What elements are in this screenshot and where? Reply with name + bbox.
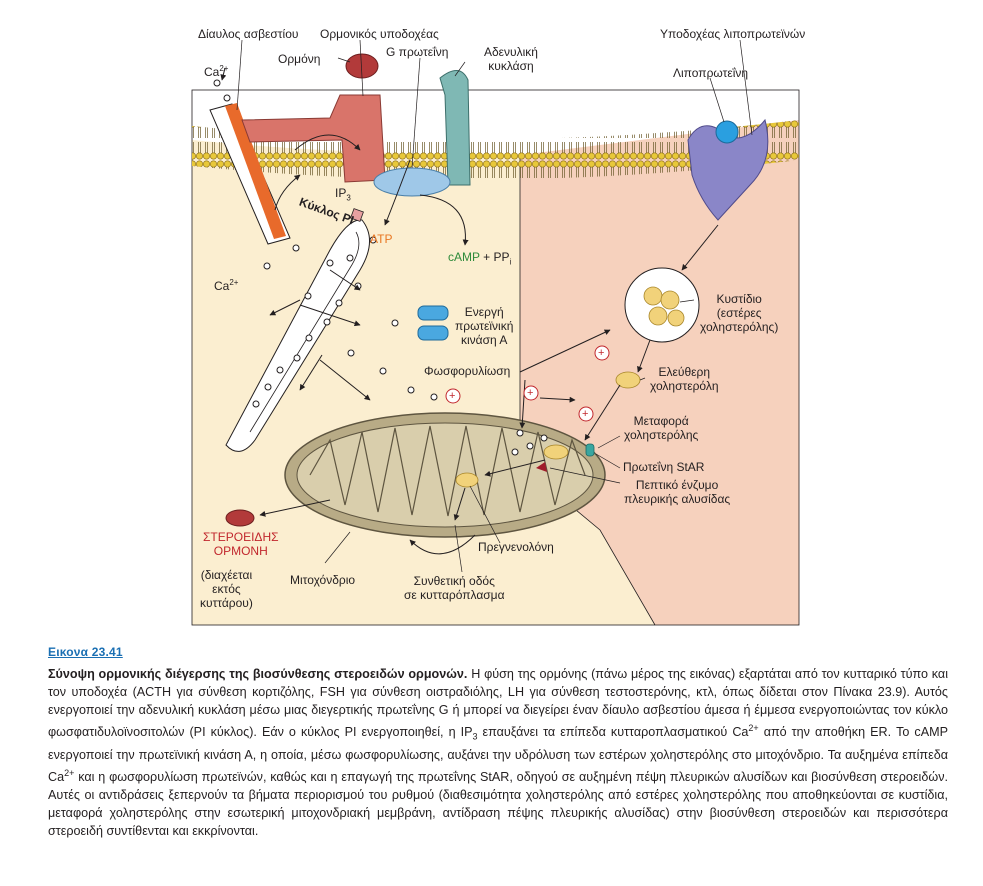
diagram-canvas xyxy=(191,39,800,626)
figure-number: Εικονα 23.41 xyxy=(48,645,123,659)
label-atp: ATP xyxy=(370,232,393,246)
caption-body-sub: 3 xyxy=(472,731,478,742)
label-ppi-sub: i xyxy=(509,257,512,267)
label-ca-mid: Ca2+ xyxy=(214,276,238,293)
label-adenylyl-cyclase: Αδενυλική κυκλάση xyxy=(484,45,538,73)
caption-body-1: Η φύση της ορμόνης (πάνω μέρος της εικόν… xyxy=(48,667,949,740)
label-synthetic-pathway: Συνθετική οδός σε κυτταρόπλασμα xyxy=(404,574,505,602)
protein-kinase-a-icon xyxy=(417,305,449,341)
endoplasmic-reticulum-icon xyxy=(225,208,370,452)
label-ppi-base: + PP xyxy=(483,250,510,264)
label-steroid-hormone-line1: ΣΤΕΡΟΕΙΔΗΣ xyxy=(203,530,279,544)
label-ip3: IP3 xyxy=(335,186,351,205)
figure-caption: Εικονα 23.41 Σύνοψη ορμονικής διέγερσης … xyxy=(48,645,948,840)
caption-text: Σύνοψη ορμονικής διέγερσης της βιοσύνθεσ… xyxy=(48,665,948,840)
lipoprotein-receptor-icon xyxy=(687,118,769,221)
caption-body-4: και η φωσφορυλίωση πρωτεϊνών, καθώς και … xyxy=(48,769,948,838)
label-cholesterol-transport-line1: Μεταφορά xyxy=(633,414,689,428)
caption-body-3: από την αποθήκη ER. Το cAMP ενεργοποιεί … xyxy=(48,725,948,784)
label-diffuses-line1: (διαχέεται xyxy=(200,568,253,582)
label-vesicle: Κυστίδιο (εστέρες χοληστερόλης) xyxy=(700,292,778,334)
label-ca-mid-sup: 2+ xyxy=(229,278,239,287)
label-ca-top: Ca2+ xyxy=(204,62,228,79)
steroid-hormone-icon xyxy=(225,509,255,527)
label-vesicle-line3: χοληστερόλης) xyxy=(700,320,779,334)
label-free-cholesterol-line1: Ελεύθερη xyxy=(658,365,710,379)
pathway-arrows xyxy=(220,67,719,555)
label-ca-mid-base: Ca xyxy=(214,279,230,293)
label-mitochondrion: Μιτοχόνδριο xyxy=(290,573,356,587)
label-diffuses-line3: κυττάρου) xyxy=(200,596,253,610)
label-scc-enzyme-line2: πλευρικής αλυσίδας xyxy=(624,492,731,506)
label-camp: cAMP xyxy=(448,250,480,264)
caption-body-sup2: 2+ xyxy=(64,767,75,778)
label-ca-top-sup: 2+ xyxy=(219,64,229,73)
label-star: Πρωτεΐνη StAR xyxy=(623,460,705,474)
label-diffuses: (διαχέεται εκτός κυττάρου) xyxy=(200,568,253,610)
plus-sign: + xyxy=(449,390,456,402)
label-adenylyl-cyclase-line2: κυκλάση xyxy=(488,59,534,73)
label-scc-enzyme-line1: Πεπτικό ένζυμο xyxy=(635,478,719,492)
g-protein-icon xyxy=(373,167,451,197)
label-hormone: Ορμόνη xyxy=(278,52,321,66)
label-synthetic-pathway-line1: Συνθετική οδός xyxy=(413,574,495,588)
label-vesicle-line1: Κυστίδιο xyxy=(716,292,762,306)
label-leaders xyxy=(236,39,753,573)
label-steroid-hormone-line2: ΟΡΜΟΝΗ xyxy=(213,544,268,558)
caption-body-sup1: 2+ xyxy=(748,723,759,733)
label-free-cholesterol: Ελεύθερη χοληστερόλη xyxy=(650,365,719,393)
label-g-protein: G πρωτεΐνη xyxy=(386,45,449,59)
label-cholesterol-transport: Μεταφορά χοληστερόλης xyxy=(624,414,698,442)
figure: Δίαυλος ασβεστίου Ca2+ Ορμονικός υποδοχέ… xyxy=(191,27,806,626)
plus-markers xyxy=(445,345,610,422)
label-steroid-hormone: ΣΤΕΡΟΕΙΔΗΣ ΟΡΜΟΝΗ xyxy=(203,530,279,558)
label-pka: Ενεργή πρωτεϊνική κινάση Α xyxy=(455,305,513,347)
label-ca-top-base: Ca xyxy=(204,65,220,79)
label-ip3-sub: 3 xyxy=(346,193,351,203)
plus-sign: + xyxy=(582,408,589,420)
calcium-ions xyxy=(213,79,548,456)
caption-body-2: επαυξάνει τα επίπεδα κυτταροπλασματικού … xyxy=(477,725,749,740)
label-vesicle-line2: (εστέρες xyxy=(716,306,762,320)
label-free-cholesterol-line2: χοληστερόλη xyxy=(650,379,719,393)
adenylyl-cyclase-icon xyxy=(439,70,471,186)
mitochondrion-icon xyxy=(284,412,606,538)
label-hormone-receptor: Ορμονικός υποδοχέας xyxy=(320,27,439,41)
label-cholesterol-transport-line2: χοληστερόλης xyxy=(624,428,699,442)
calcium-channel-icon xyxy=(209,103,291,245)
label-pka-line1: Ενεργή xyxy=(464,305,504,319)
caption-title: Σύνοψη ορμονικής διέγερσης της βιοσύνθεσ… xyxy=(48,667,468,681)
label-ip3-base: IP xyxy=(335,186,347,200)
plus-sign: + xyxy=(527,387,534,399)
label-diffuses-line2: εκτός xyxy=(212,582,241,596)
plus-sign: + xyxy=(598,347,605,359)
label-lipoprotein-receptor: Υποδοχέας λιποπρωτεϊνών xyxy=(660,27,806,41)
label-calcium-channel: Δίαυλος ασβεστίου xyxy=(198,27,299,41)
label-pka-line3: κινάση Α xyxy=(461,333,508,347)
label-pregnenolone: Πρεγνενολόνη xyxy=(478,540,554,554)
label-camp-line: cAMP + PPi xyxy=(448,250,511,269)
vesicle-icon xyxy=(624,267,700,343)
label-adenylyl-cyclase-line1: Αδενυλική xyxy=(484,45,538,59)
label-pka-line2: πρωτεϊνική xyxy=(455,319,514,333)
label-scc-enzyme: Πεπτικό ένζυμο πλευρικής αλυσίδας xyxy=(624,478,730,506)
label-synthetic-pathway-line2: σε κυτταρόπλασμα xyxy=(404,588,505,602)
label-lipoprotein: Λιποπρωτεΐνη xyxy=(673,66,749,80)
label-phosphorylation: Φωσφορυλίωση xyxy=(424,364,511,378)
